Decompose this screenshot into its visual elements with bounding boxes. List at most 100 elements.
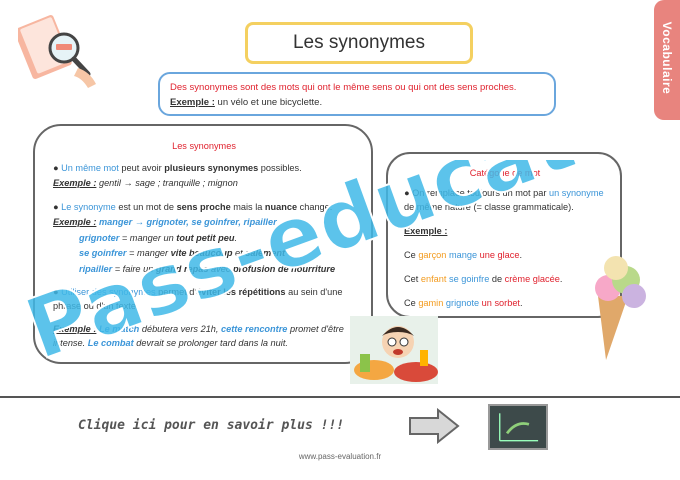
rule-two: ● Le synonyme est un mot de sens proche …: [53, 201, 355, 215]
definition-box: Des synonymes sont des mots qui ont le m…: [158, 72, 556, 116]
definition-example-label: Exemple :: [170, 97, 215, 108]
vocabulary-side-tab[interactable]: Vocabulaire: [654, 0, 680, 120]
rule-two-ex-l4a: ripailler: [79, 263, 113, 274]
rule-two-ex-l2a: grignoter: [79, 232, 120, 243]
right-arrow-icon[interactable]: [408, 408, 460, 444]
rule-one-d: possibles.: [258, 162, 302, 173]
example-sentence-3: Ce gamin grignote un sorbet.: [404, 296, 606, 310]
rule-two-example-label: Exemple :: [53, 217, 97, 227]
category-example-label: Exemple :: [404, 226, 448, 236]
s3-verb: grignote: [445, 298, 480, 308]
rule-two-ex-l2c: tout petit peu: [176, 232, 235, 243]
rule-two-ex-l4b: = faire un: [112, 263, 156, 274]
rule-three-ex-c: cette rencontre: [221, 324, 288, 334]
rule-one: ● Un même mot peut avoir plusieurs synon…: [53, 162, 355, 176]
rule-three-ex-a: Le match: [96, 324, 140, 334]
rule-one-example-label: Exemple :: [53, 178, 97, 188]
rule-three-c: éviter les répétitions: [196, 287, 286, 297]
right-box-title: Catégorie de mot: [469, 168, 541, 178]
rule-two-a: Le synonyme: [61, 201, 116, 212]
rule-two-example-line2: grignoter = manger un tout petit peu.: [53, 232, 355, 246]
rule-three-ex-e: Le combat: [87, 337, 134, 348]
rule-one-example-text: gentil → sage ; tranquille ; mignon: [96, 178, 238, 188]
rule-two-e: nuance: [264, 201, 298, 212]
rule-two-example-line4: ripailler = faire un grand repas avec pr…: [53, 263, 355, 277]
s2-subject: enfant: [420, 274, 447, 284]
rule-three-ex-d: promet d'être intense.: [53, 324, 344, 348]
rule-two-ex-l3d: et: [232, 248, 246, 258]
s2-verb: se goinfre: [448, 274, 490, 284]
category-rule: ● On remplace toujours un mot par un syn…: [404, 186, 606, 214]
s1-object: une glace: [479, 250, 520, 260]
rule-two-ex-l2b: = manger un: [119, 232, 177, 243]
rule-two-example-line3: se goinfrer = manger vite beaucoup et sa…: [53, 247, 355, 261]
page-title-text: Les synonymes: [292, 32, 425, 53]
rule-three-example-label: Exemple :: [53, 324, 97, 334]
bullet: ●: [53, 287, 59, 297]
divider-line: [0, 396, 680, 398]
rule-two-ex-l3c: vite beaucoup: [170, 248, 233, 258]
ice-cream-illustration: [595, 256, 646, 360]
rule-two-ex-l3e: salement: [245, 248, 286, 258]
s1-a: Ce: [404, 250, 419, 260]
rule-two-b: est un mot de: [115, 201, 177, 212]
rule-three-ex-f: devrait se prolonger tard dans la nuit.: [133, 337, 288, 348]
rule-two-example-line1: Exemple : manger → grignoter, se goinfre…: [53, 216, 355, 230]
lesson-book-magnifier-icon: [18, 15, 96, 88]
video-thumbnail-icon[interactable]: [488, 404, 548, 450]
definition-example: Exemple : un vélo et une bicyclette.: [170, 95, 544, 110]
s3-a: Ce: [404, 298, 419, 308]
definition-example-text: un vélo et une bicyclette.: [214, 97, 323, 108]
bullet: ●: [53, 201, 59, 212]
s2-a: Cet: [404, 274, 421, 284]
s3-g: .: [519, 298, 523, 308]
category-rule-c: de même nature (= classe grammaticale).: [404, 202, 574, 212]
s3-subject: gamin: [418, 298, 444, 308]
bullet: ●: [53, 162, 59, 173]
rule-two-ex-l2d: .: [234, 232, 238, 243]
rule-two-f: change.: [297, 201, 333, 212]
rule-two-c: sens proche: [176, 201, 231, 212]
learn-more-link[interactable]: Clique ici pour en savoir plus !!!: [78, 418, 345, 433]
left-box-title: Les synonymes: [172, 141, 236, 151]
definition-term: Des synonymes: [170, 82, 238, 93]
rule-three-example: Exemple : Le match débutera vers 21h, ce…: [53, 323, 355, 350]
rule-one-b: peut avoir: [118, 162, 165, 173]
word-category-box: Catégorie de mot ● On remplace toujours …: [386, 152, 622, 318]
s2-object: crème glacée: [504, 274, 560, 284]
rule-two-ex-l3a: se goinfrer: [79, 248, 127, 258]
category-rule-a: On remplace toujours un mot par: [409, 188, 549, 198]
s2-g: .: [559, 274, 563, 284]
s3-object: un sorbet: [481, 298, 520, 308]
category-rule-b: un synonyme: [548, 188, 604, 198]
definition-line: Des synonymes sont des mots qui ont le m…: [170, 80, 544, 95]
rule-two-ex-l3b: = manger: [126, 248, 171, 258]
rule-two-ex-l4d: avec: [208, 263, 233, 274]
rule-three-ex-b: débutera vers 21h,: [139, 324, 222, 334]
rule-one-a: Un même mot: [61, 162, 119, 173]
rule-three-d: au sein d'une phrase ou d'un texte.: [53, 287, 343, 311]
example-sentence-1: Ce garçon mange une glace.: [404, 248, 606, 262]
s1-verb: mange: [448, 250, 478, 260]
example-sentence-2: Cet enfant se goinfre de crème glacée.: [404, 272, 606, 286]
synonyms-rules-box: Les synonymes ● Un même mot peut avoir p…: [33, 124, 373, 364]
s1-subject: garçon: [418, 250, 447, 260]
rule-three-b: permet d': [155, 287, 197, 297]
rule-one-c: plusieurs synonymes: [164, 162, 259, 173]
bullet: ●: [404, 188, 410, 198]
page-title: Les synonymes: [245, 22, 473, 64]
s1-g: .: [519, 250, 523, 260]
footer-url[interactable]: www.pass-evaluation.fr: [298, 452, 382, 461]
rule-three: ● Utiliser des synonymes permet d'éviter…: [53, 286, 355, 313]
rule-three-a: Utiliser des synonymes: [61, 287, 156, 297]
rule-two-d: mais la: [230, 201, 265, 212]
rule-two-ex-l4c: grand repas: [155, 263, 209, 274]
rule-two-ex-l4e: profusion de nourriture: [232, 263, 336, 274]
s2-e: de: [489, 274, 505, 284]
kid-eating-illustration: [350, 316, 438, 384]
definition-text: sont des mots qui ont le même sens ou qu…: [237, 82, 517, 93]
side-tab-label: Vocabulaire: [660, 21, 674, 95]
rule-two-ex-l1b: grignoter, se goinfrer, ripailler: [146, 217, 277, 227]
rule-one-example: Exemple : gentil → sage ; tranquille ; m…: [53, 177, 355, 191]
rule-two-ex-l1a: manger →: [96, 217, 147, 227]
